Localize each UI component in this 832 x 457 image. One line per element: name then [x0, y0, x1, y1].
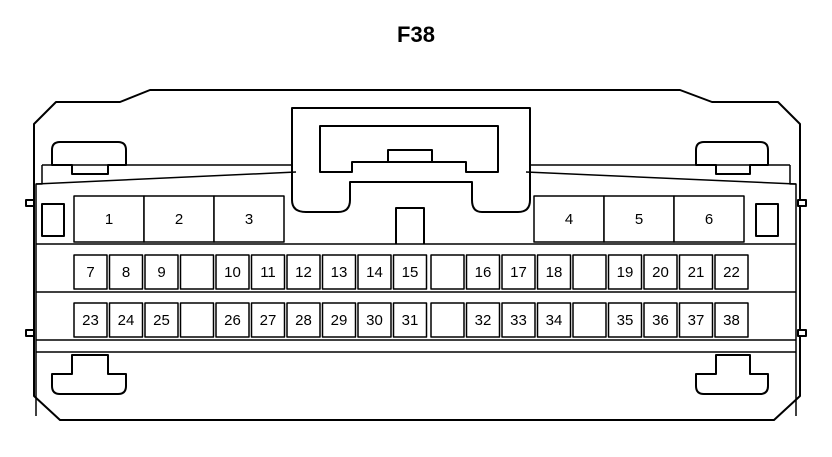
- pin-15-box: [392, 254, 428, 290]
- pin-14-box: [357, 254, 392, 290]
- pin-12-label: 12: [295, 264, 312, 281]
- pin-25-box: [144, 302, 179, 338]
- pin-8-box: [108, 254, 144, 290]
- ear-right-top: [797, 199, 807, 207]
- pin-19-label: 19: [617, 264, 634, 281]
- pin-32-box: [465, 302, 501, 338]
- pin-38-box: [714, 302, 749, 338]
- pin-30-box: [357, 302, 392, 338]
- pin-38-label: 38: [723, 312, 740, 329]
- pin-7-box: [73, 254, 108, 290]
- pin-19-box: [607, 254, 643, 290]
- pin-6-box: [673, 195, 745, 243]
- pin-29-label: 29: [331, 312, 348, 329]
- key-square-right: [755, 203, 779, 237]
- pin-13-box: [321, 254, 357, 290]
- pin-27-label: 27: [260, 312, 277, 329]
- pin-22-label: 22: [723, 264, 740, 281]
- pin-32-label: 32: [475, 312, 492, 329]
- pin-15-label: 15: [402, 264, 419, 281]
- pin-27-box: [250, 302, 286, 338]
- pin-22-box: [714, 254, 749, 290]
- ear-left-top: [25, 199, 35, 207]
- pin-5-box: [603, 195, 675, 243]
- pin-33-label: 33: [510, 312, 527, 329]
- pin-11-label: 11: [260, 264, 276, 281]
- pin-1-box: [73, 195, 145, 243]
- pin-10-label: 10: [224, 264, 241, 281]
- key-square-left: [41, 203, 65, 237]
- pin-34-label: 34: [546, 312, 563, 329]
- pin-28-label: 28: [295, 312, 312, 329]
- pin-14-label: 14: [366, 264, 383, 281]
- pin-34-box: [536, 302, 572, 338]
- row-bottom-blank-3-box: [179, 302, 215, 338]
- connector-title: F38: [397, 22, 435, 47]
- pin-8-label: 8: [122, 264, 130, 281]
- pin-7-label: 7: [86, 264, 94, 281]
- pin-13-label: 13: [331, 264, 348, 281]
- pin-37-label: 37: [688, 312, 705, 329]
- pin-20-box: [643, 254, 678, 290]
- row-bottom-blank-14-box: [572, 302, 607, 338]
- pin-23-box: [73, 302, 108, 338]
- pin-18-label: 18: [546, 264, 563, 281]
- pin-26-label: 26: [224, 312, 241, 329]
- pin-21-label: 21: [688, 264, 705, 281]
- pin-33-box: [501, 302, 536, 338]
- pin-16-label: 16: [475, 264, 492, 281]
- pin-20-label: 20: [652, 264, 669, 281]
- row-mid-blank-14-box: [572, 254, 607, 290]
- pin-9-label: 9: [157, 264, 165, 281]
- pin-17-label: 17: [510, 264, 527, 281]
- pin-16-box: [465, 254, 501, 290]
- pin-30-label: 30: [366, 312, 383, 329]
- pin-36-label: 36: [652, 312, 669, 329]
- row-mid-blank-3-box: [179, 254, 215, 290]
- pin-24-box: [108, 302, 144, 338]
- pin-4-label: 4: [565, 211, 573, 228]
- pin-23-label: 23: [82, 312, 99, 329]
- pin-12-box: [286, 254, 321, 290]
- center-key: [395, 207, 425, 244]
- pin-35-label: 35: [617, 312, 634, 329]
- pin-24-label: 24: [118, 312, 135, 329]
- latch-top-right: [695, 141, 769, 175]
- latch-top-left: [51, 141, 127, 175]
- pin-5-label: 5: [635, 211, 643, 228]
- ear-right-bottom: [797, 329, 807, 337]
- pin-3-box: [213, 195, 285, 243]
- latch-bottom-left: [51, 354, 127, 395]
- pin-11-box: [250, 254, 286, 290]
- pin-10-box: [215, 254, 250, 290]
- pin-37-box: [678, 302, 714, 338]
- lock-outer: [291, 107, 531, 213]
- connector-housing-outline: [33, 89, 801, 421]
- pin-18-box: [536, 254, 572, 290]
- pin-6-label: 6: [705, 211, 713, 228]
- latch-bottom-right: [695, 354, 769, 395]
- row-mid-blank-10-box: [430, 254, 465, 290]
- pin-21-box: [678, 254, 714, 290]
- row-bottom-blank-10-box: [430, 302, 465, 338]
- pin-2-label: 2: [175, 211, 183, 228]
- pin-35-box: [607, 302, 643, 338]
- pin-1-label: 1: [105, 211, 113, 228]
- lock-inner: [319, 125, 499, 173]
- pin-26-box: [215, 302, 250, 338]
- pin-36-box: [643, 302, 678, 338]
- pin-3-label: 3: [245, 211, 253, 228]
- pin-29-box: [321, 302, 357, 338]
- pin-28-box: [286, 302, 321, 338]
- pin-31-label: 31: [402, 312, 419, 329]
- upper-ledge-right: [525, 171, 797, 185]
- ear-left-bottom: [25, 329, 35, 337]
- pin-17-box: [501, 254, 536, 290]
- pin-31-box: [392, 302, 428, 338]
- pin-25-label: 25: [153, 312, 170, 329]
- pin-9-box: [144, 254, 179, 290]
- upper-ledge-left: [35, 171, 297, 185]
